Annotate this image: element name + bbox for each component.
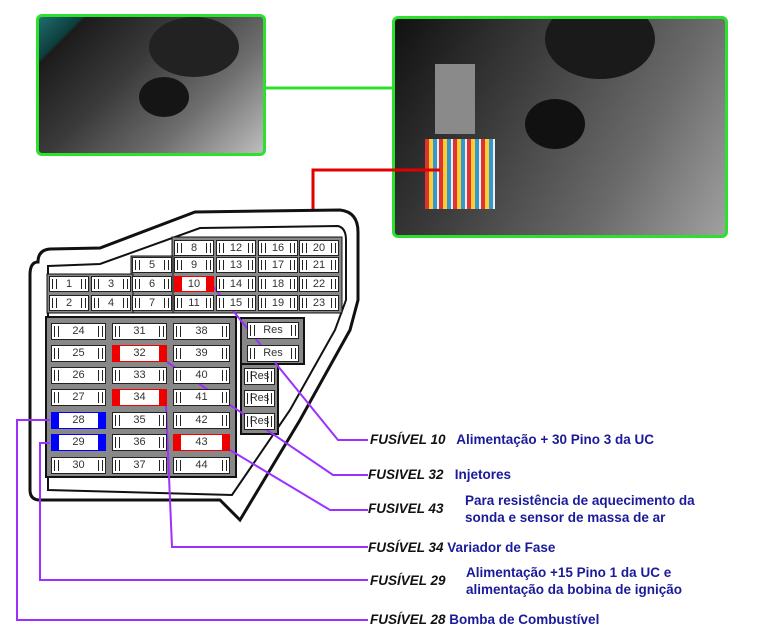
- fuse-31: 31: [112, 323, 167, 340]
- fuse-10: 10: [174, 276, 214, 292]
- fuse-8: 8: [174, 240, 214, 256]
- fuse-40: 40: [173, 367, 230, 384]
- label-fuse-43: FUSIVEL 43: [368, 501, 444, 516]
- label-fuse-28: FUSÍVEL 28 Bomba de Combustível: [370, 612, 600, 627]
- fuse-1: 1: [49, 276, 89, 292]
- fuse-39: 39: [173, 345, 230, 362]
- fuse-37: 37: [112, 457, 167, 474]
- fuse-2: 2: [49, 295, 89, 311]
- fuse-12: 12: [216, 240, 256, 256]
- fuse-9: 9: [174, 257, 214, 273]
- reserve-fuse-slot: Res: [244, 413, 275, 430]
- fuse-4: 4: [91, 295, 131, 311]
- reserve-fuse-slot: Res: [247, 322, 299, 339]
- fuse-26: 26: [51, 367, 106, 384]
- fuse-15: 15: [216, 295, 256, 311]
- fuse-27: 27: [51, 389, 106, 406]
- fuse-33: 33: [112, 367, 167, 384]
- fuse-6: 6: [132, 276, 172, 292]
- fuse-20: 20: [299, 240, 339, 256]
- fuse-18: 18: [258, 276, 298, 292]
- fuse-38: 38: [173, 323, 230, 340]
- fuse-44: 44: [173, 457, 230, 474]
- fuse-7: 7: [132, 295, 172, 311]
- dashboard-photo-open-fusebox: [392, 16, 728, 238]
- fuse-11: 11: [174, 295, 214, 311]
- fuse-21: 21: [299, 257, 339, 273]
- fuse-22: 22: [299, 276, 339, 292]
- label-fuse-29: FUSÍVEL 29: [370, 573, 446, 588]
- label-fuse-10: FUSÍVEL 10 Alimentação + 30 Pino 3 da UC: [370, 432, 654, 447]
- label-fuse-34: FUSÍVEL 34 Variador de Fase: [368, 540, 556, 555]
- label-fuse-32: FUSIVEL 32 Injetores: [368, 467, 512, 482]
- fuse-5: 5: [132, 257, 172, 273]
- fuse-30: 30: [51, 457, 106, 474]
- fuse-19: 19: [258, 295, 298, 311]
- fuse-43: 43: [173, 434, 230, 451]
- leader-fuse-29: [39, 442, 368, 581]
- fuse-17: 17: [258, 257, 298, 273]
- dashboard-photo-closed: [36, 14, 266, 156]
- fuse-24: 24: [51, 323, 106, 340]
- fuse-35: 35: [112, 412, 167, 429]
- fuse-29: 29: [51, 434, 106, 451]
- fuse-32: 32: [112, 345, 167, 362]
- fuse-36: 36: [112, 434, 167, 451]
- leader-fuse-34: [165, 405, 368, 548]
- fuse-25: 25: [51, 345, 106, 362]
- fuse-34: 34: [112, 389, 167, 406]
- fuse-3: 3: [91, 276, 131, 292]
- fuse-13: 13: [216, 257, 256, 273]
- fuse-23: 23: [299, 295, 339, 311]
- fuse-16: 16: [258, 240, 298, 256]
- leader-fuse-28: [16, 419, 368, 621]
- reserve-fuse-slot: Res: [247, 345, 299, 362]
- fuse-41: 41: [173, 389, 230, 406]
- reserve-fuse-slot: Res: [244, 368, 275, 385]
- fuse-42: 42: [173, 412, 230, 429]
- leader-fuse-43: [229, 449, 368, 511]
- fuse-14: 14: [216, 276, 256, 292]
- reserve-fuse-slot: Res: [244, 390, 275, 407]
- fuse-28: 28: [51, 412, 106, 429]
